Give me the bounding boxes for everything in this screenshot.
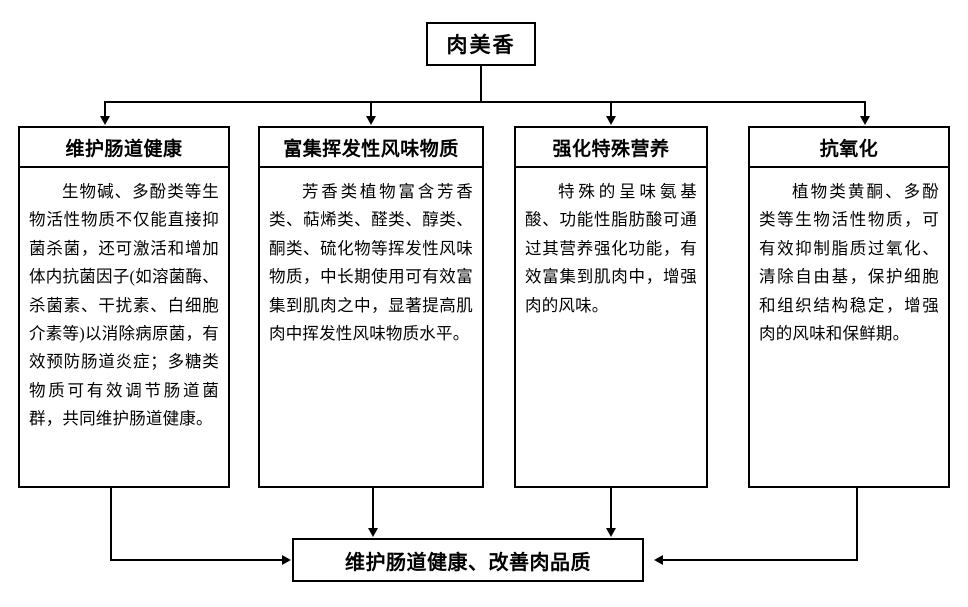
branch-header-2-label: 富集挥发性风味物质 <box>283 138 459 160</box>
connector-converge-4-horizontal <box>663 559 858 561</box>
connector-converge-3-vertical <box>610 488 612 529</box>
connector-drop-3 <box>610 101 612 117</box>
connector-drop-4 <box>864 101 866 117</box>
arrow-right-result-left <box>282 555 291 565</box>
arrow-down-2 <box>366 116 376 125</box>
connector-root-stem <box>480 66 482 102</box>
branch-header-1: 维护肠道健康 <box>18 126 230 168</box>
branch-body-1-text: 生物碱、多酚类等生物活性物质不仅能直接抑菌杀菌，还可激活和增加体内抗菌因子(如溶… <box>29 182 219 428</box>
arrow-down-3 <box>606 116 616 125</box>
branch-header-1-label: 维护肠道健康 <box>65 138 183 160</box>
result-node-label: 维护肠道健康、改善肉品质 <box>345 551 591 574</box>
branch-header-3-label: 强化特殊营养 <box>552 138 670 160</box>
branch-header-4-label: 抗氧化 <box>819 138 879 160</box>
branch-body-2: 芳香类植物富含芳香类、萜烯类、醛类、醇类、酮类、硫化物等挥发性风味物质，中长期使… <box>258 168 484 488</box>
branch-body-4-text: 植物类黄酮、多酚类等生物活性物质，可有效抑制脂质过氧化、清除自由基，保护细胞和组… <box>759 182 939 343</box>
branch-body-3: 特殊的呈味氨基酸、功能性脂肪酸可通过其营养强化功能，有效富集到肌肉中，增强肉的风… <box>514 168 708 488</box>
connector-drop-2 <box>370 101 372 117</box>
root-node: 肉美香 <box>426 22 536 66</box>
connector-converge-1-vertical <box>110 488 112 559</box>
arrow-down-1 <box>100 116 110 125</box>
root-node-label: 肉美香 <box>446 33 516 57</box>
branch-header-2: 富集挥发性风味物质 <box>258 126 484 168</box>
arrow-left-result-right <box>654 555 663 565</box>
connector-converge-1-horizontal <box>110 559 282 561</box>
branch-body-4: 植物类黄酮、多酚类等生物活性物质，可有效抑制脂质过氧化、清除自由基，保护细胞和组… <box>748 168 950 488</box>
arrow-down-result-2 <box>368 528 378 537</box>
result-node: 维护肠道健康、改善肉品质 <box>292 538 644 582</box>
connector-distribution-bus <box>105 101 865 103</box>
arrow-down-result-3 <box>606 528 616 537</box>
branch-body-3-text: 特殊的呈味氨基酸、功能性脂肪酸可通过其营养强化功能，有效富集到肌肉中，增强肉的风… <box>525 182 697 315</box>
branch-header-4: 抗氧化 <box>748 126 950 168</box>
branch-body-1: 生物碱、多酚类等生物活性物质不仅能直接抑菌杀菌，还可激活和增加体内抗菌因子(如溶… <box>18 168 230 488</box>
arrow-down-4 <box>860 116 870 125</box>
branch-body-2-text: 芳香类植物富含芳香类、萜烯类、醛类、醇类、酮类、硫化物等挥发性风味物质，中长期使… <box>269 182 473 343</box>
connector-converge-2-vertical <box>372 488 374 529</box>
connector-drop-1 <box>104 101 106 117</box>
connector-converge-4-vertical <box>856 488 858 559</box>
branch-header-3: 强化特殊营养 <box>514 126 708 168</box>
